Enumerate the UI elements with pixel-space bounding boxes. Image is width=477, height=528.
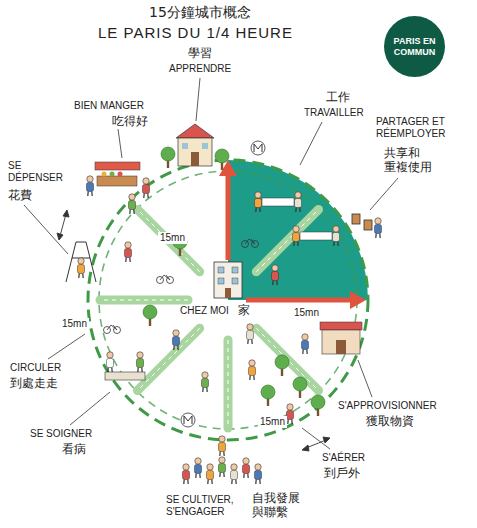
distance-label: 15mn [292, 307, 321, 319]
category-label-fr: CIRCULER [10, 362, 61, 374]
logo-text-group: PARIS EN COMMUN [390, 36, 440, 58]
distance-label: 15mn [258, 416, 287, 428]
category-label-zh: 學習 [188, 46, 212, 60]
category-label-fr: TRAVAILLER [304, 107, 364, 119]
home-label-zh: 家 [236, 303, 252, 317]
category-label-fr: S'AÉRER [322, 452, 365, 464]
category-label-fr: S'APPROVISIONNER [338, 400, 437, 412]
title-text: 15分鐘城市概念 [149, 4, 251, 21]
category-label-fr: BIEN MANGER [74, 100, 144, 112]
category-label-fr: SE SOIGNER [30, 428, 92, 440]
category-label-fr: PARTAGER ET RÉEMPLOYER [376, 116, 462, 140]
category-label-zh: 看病 [62, 442, 86, 456]
category-label-zh: 到戶外 [324, 466, 360, 480]
category-label-fr: SE CULTIVER, S'ENGAGER [166, 494, 246, 518]
category-label-zh: 到處走走 [10, 376, 58, 390]
category-label-zh: 花費 [8, 188, 32, 202]
category-label-fr: SE DÉPENSER [8, 160, 63, 184]
home-label: CHEZ MOI [178, 305, 231, 317]
category-label-fr: APPRENDRE [169, 63, 231, 75]
category-label-zh: 吃得好 [112, 114, 148, 128]
category-label-zh: 共享和 重複使用 [384, 146, 438, 175]
subtitle: LE PARIS DU 1/4 HEURE [98, 24, 293, 42]
distance-label: 15mn [158, 232, 187, 244]
logo-text: PARIS EN COMMUN [390, 36, 440, 58]
category-label-zh: 工作 [326, 90, 350, 104]
distance-label: 15mn [60, 318, 89, 330]
logo-circle: PARIS EN COMMUN [384, 16, 445, 77]
category-label-zh: 獲取物資 [366, 414, 414, 428]
category-label-zh: 自我發展 與聯繫 [252, 492, 306, 520]
